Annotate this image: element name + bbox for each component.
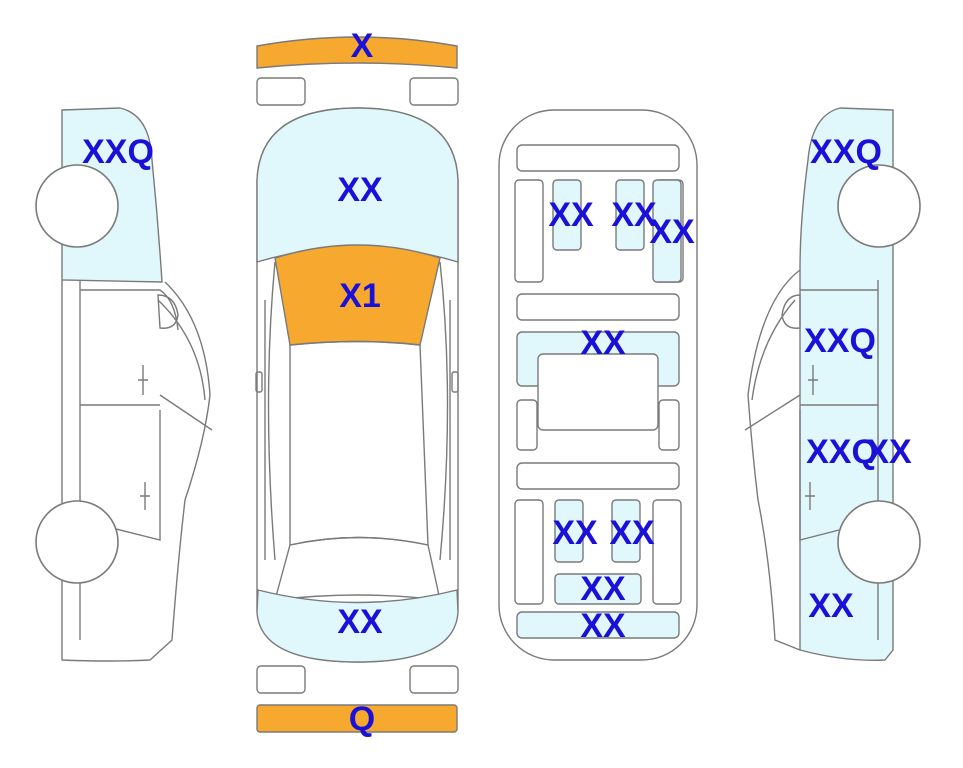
label-front-bumper: X [351, 27, 374, 65]
right-door-handle-rear [805, 482, 815, 510]
underbody-left-rail-rear [514, 499, 544, 605]
right-window-line [744, 280, 879, 640]
label-right-front-door: XXQ [804, 322, 876, 360]
label-underbody-front-right: XX [649, 213, 695, 251]
left-door-line [79, 289, 179, 541]
right-side-view: XXQ XXQ XXQ XX XX [744, 107, 921, 661]
label-underbody-center: XX [580, 324, 626, 362]
left-mirror [157, 294, 179, 329]
label-windshield: X1 [339, 277, 381, 315]
left-door-handle-rear [140, 482, 150, 510]
underbody-front-left-panel[interactable] [552, 179, 582, 251]
label-underbody-front-left: XX [548, 196, 594, 234]
underbody-front-right-panel[interactable] [652, 179, 682, 283]
underbody-rear-bar [516, 462, 680, 490]
right-roof-outline [747, 269, 801, 651]
label-right-rear-door-extra: XX [866, 433, 912, 471]
right-rear-wheel [837, 500, 921, 584]
left-window-line [79, 280, 213, 640]
side-window-lines [264, 261, 451, 561]
underbody-lower-bar-left [516, 399, 538, 451]
rear-bumper-panel[interactable] [256, 704, 458, 733]
roof-outline [289, 340, 429, 546]
underbody-view: XX XX XX XX XX XX XX XX [498, 109, 698, 661]
underbody-rear-right-panel[interactable] [611, 499, 641, 563]
front-right-light [409, 77, 459, 106]
rear-left-light [256, 665, 306, 694]
rear-window [274, 536, 441, 601]
underbody-rear-bottom-panel[interactable] [516, 611, 680, 639]
label-underbody-front-center: XX [611, 196, 657, 234]
underbody-front-center-panel[interactable] [615, 179, 645, 251]
left-mirror-top [255, 371, 263, 393]
label-hood: XX [337, 171, 383, 209]
underbody-front-bar [516, 144, 680, 172]
rear-right-light [409, 665, 459, 694]
underbody-outline [498, 109, 698, 661]
front-left-light [256, 77, 306, 106]
label-underbody-rear-right: XX [609, 514, 655, 552]
top-view: X XX X1 XX Q [255, 27, 459, 738]
underbody-center-box [537, 353, 659, 431]
label-underbody-rear-left: XX [552, 514, 598, 552]
underbody-rear-center-panel[interactable] [554, 573, 642, 605]
underbody-lower-bar-right [658, 399, 680, 451]
label-left-front-fender: XXQ [82, 133, 154, 171]
label-rear-bumper: Q [349, 700, 375, 738]
label-right-front-fender: XXQ [810, 133, 882, 171]
left-front-wheel [35, 164, 119, 248]
underbody-left-rail-front [514, 179, 544, 283]
trunk-panel[interactable] [256, 589, 459, 663]
label-underbody-rear-bottom: XX [580, 607, 626, 645]
label-trunk: XX [337, 603, 383, 641]
left-rear-wheel [35, 500, 119, 584]
underbody-mid-bar [516, 293, 680, 321]
left-door-handle-front [138, 365, 148, 395]
label-right-rear-door: XXQ [806, 433, 878, 471]
left-body-outline [61, 280, 211, 662]
right-mirror-top [451, 371, 459, 393]
underbody-right-rail-rear [652, 499, 682, 605]
label-underbody-rear-center: XX [580, 570, 626, 608]
right-front-wheel [837, 164, 921, 248]
left-side-view: XXQ [35, 107, 213, 662]
right-mirror [781, 294, 801, 329]
underbody-rear-left-panel[interactable] [554, 499, 584, 563]
label-right-rear-quarter: XX [808, 587, 854, 625]
front-bumper-panel[interactable] [256, 36, 458, 69]
right-door-handle-front [808, 365, 818, 395]
